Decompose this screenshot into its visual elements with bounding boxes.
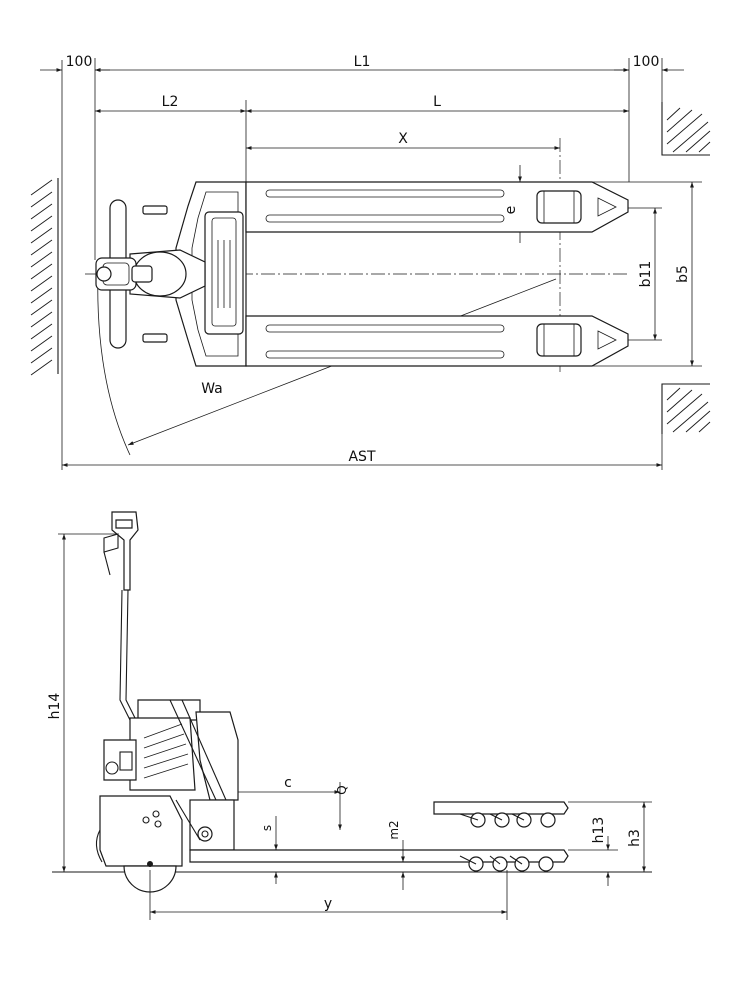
top-view: 100 L1 100 L2 L X e b11 b5 Wa AST [30,54,711,470]
dim-label-l1: L1 [354,54,371,70]
wall-left [30,178,59,376]
wall-right-bottom [661,383,711,434]
dim-label-ast: AST [348,449,375,465]
fork-side-raised [433,801,569,828]
wall-right-top [661,102,711,156]
fork-upper [245,181,629,233]
dim-label-wa: Wa [201,381,223,397]
fork-side-lowered [189,849,569,872]
dim-label-100-right: 100 [633,54,660,70]
dim-label-h3: h3 [627,829,643,847]
dim-label-c: c [284,775,292,791]
dim-c [238,782,342,830]
dim-label-x: X [398,131,408,147]
side-view: h14 c Q s m2 h13 h3 y [47,511,652,920]
dim-label-b11: b11 [638,261,654,288]
dim-label-h14: h14 [47,693,63,720]
dim-h13-h3 [568,801,652,886]
fork-lower [245,315,629,367]
tiller-side [103,511,139,721]
dim-label-l: L [433,94,441,110]
dim-label-e: e [503,206,519,215]
dim-y [149,870,508,920]
dim-label-l2: L2 [162,94,179,110]
dim-label-m2: m2 [387,820,401,839]
dim-label-b5: b5 [675,265,691,283]
dim-label-100-left: 100 [66,54,93,70]
truck-chassis-top [95,181,247,367]
dim-h14 [58,533,118,872]
dim-label-s: s [260,825,274,831]
power-head-side [103,699,239,851]
dim-label-h13: h13 [591,817,607,844]
drive-unit-side [95,795,201,893]
dim-label-q: Q [335,785,349,794]
dim-label-y: y [324,896,332,912]
